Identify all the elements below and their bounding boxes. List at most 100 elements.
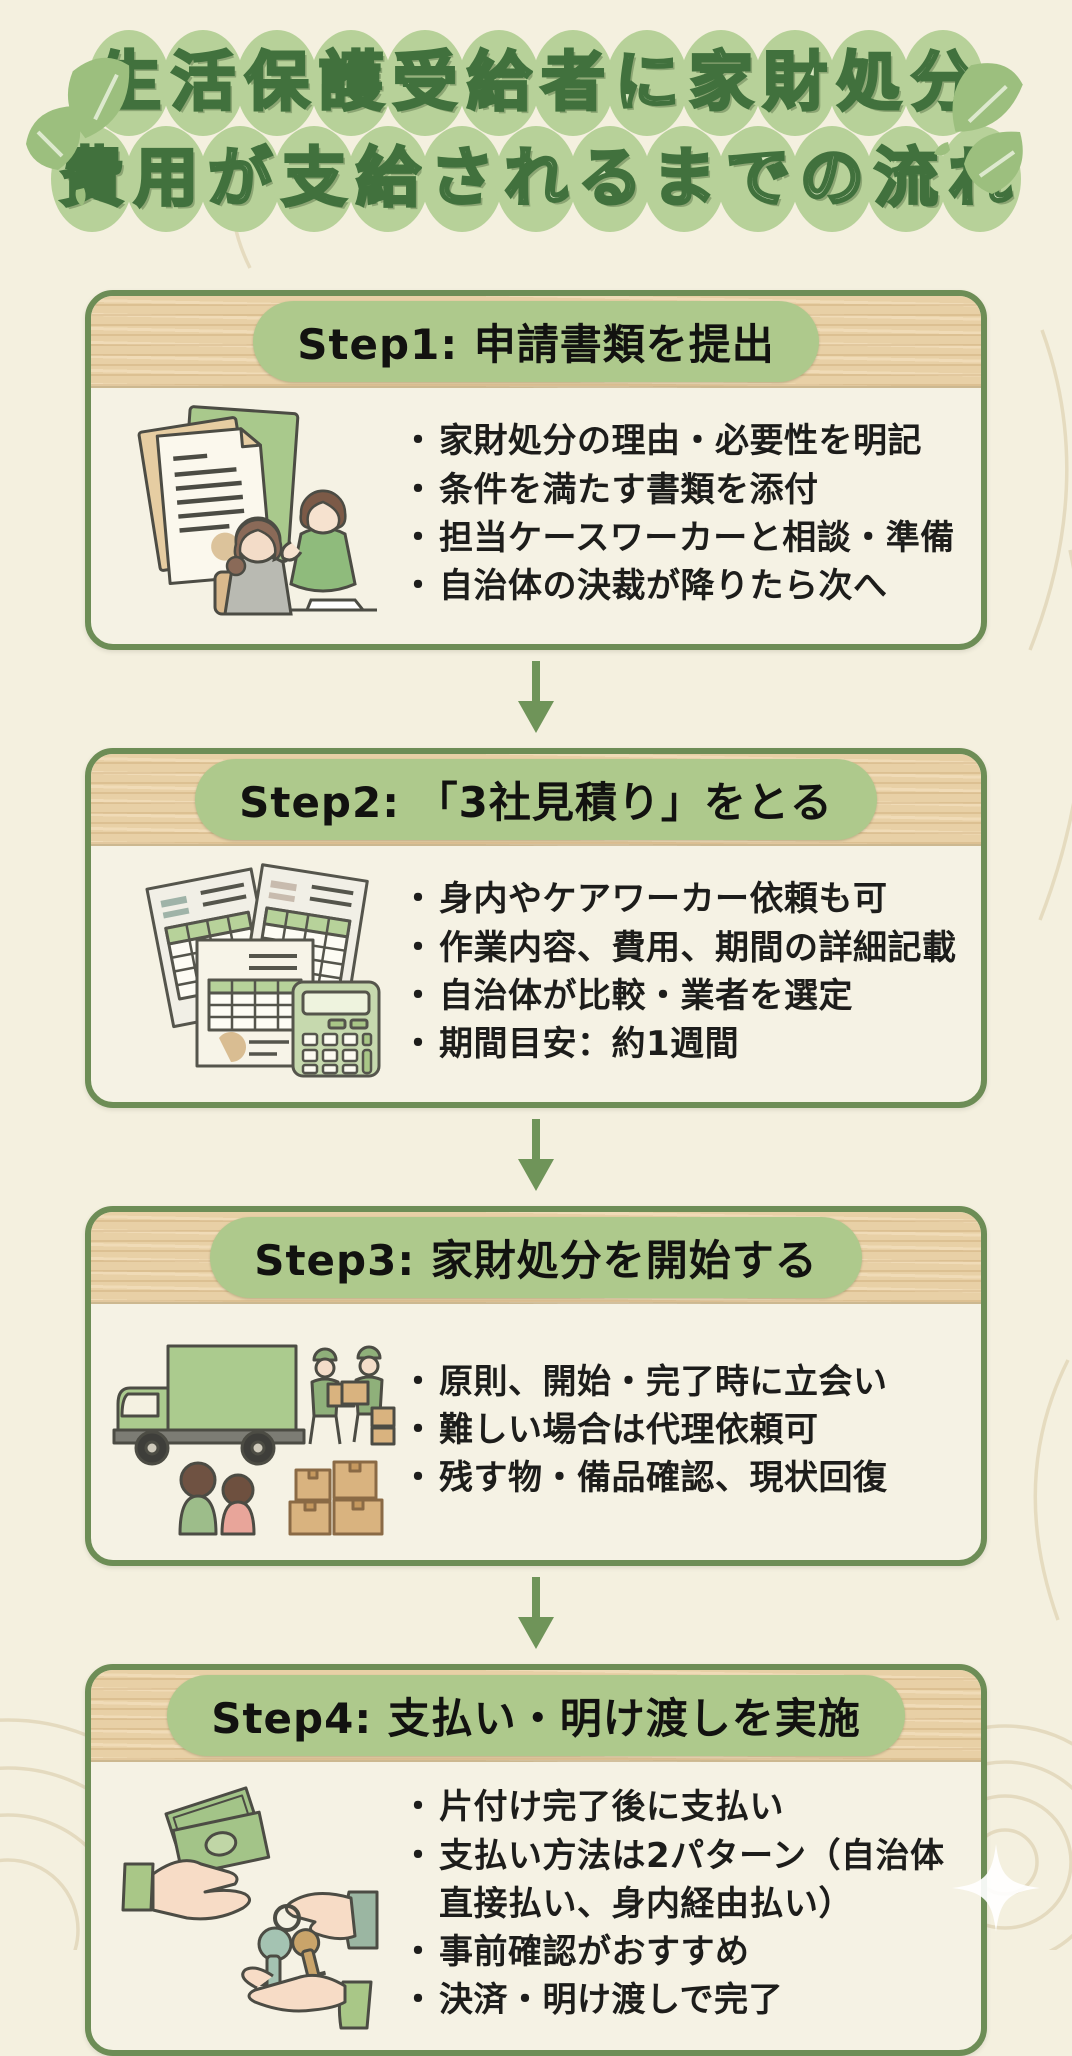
bullet-dot: ・: [401, 1932, 435, 1973]
page-title: 生活保護受給者に家財処分 費用が支給されるまでの流れ: [0, 30, 1072, 232]
title-char-bubble: さ: [421, 126, 503, 232]
step-bullet-item: ・条件を満たす書類を添付: [401, 466, 963, 514]
title-char: れ: [947, 142, 1014, 216]
down-arrow-icon: [512, 1576, 560, 1654]
title-char: 支: [281, 142, 348, 216]
step-items: ・片付け完了後に支払い・支払い方法は2パターン（自治体直接払い、身内経由払い）・…: [401, 1783, 963, 2024]
bullet-text: 担当ケースワーカーと相談・準備: [439, 518, 955, 558]
bullet-dot: ・: [401, 927, 435, 968]
step-header: Step3: 家財処分を開始する: [91, 1212, 981, 1304]
step-items: ・原則、開始・完了時に立会い・難しい場合は代理依頼可・残す物・備品確認、現状回復: [401, 1358, 963, 1503]
bullet-text: 決済・明け渡しで完了: [439, 1980, 783, 2021]
title-char: に: [614, 46, 681, 120]
step-box: Step3: 家財処分を開始する ・原則、開始・完了時に立会い・難しい場合は代理…: [85, 1206, 987, 1566]
title-char: 活: [170, 46, 237, 120]
title-char-bubble: 活: [162, 30, 244, 136]
step-bullet-item: ・作業内容、費用、期間の詳細記載: [401, 924, 963, 972]
step-bullet-item: ・支払い方法は2パターン（自治体直接払い、身内経由払い）: [401, 1832, 963, 1929]
bullet-text: 自治体が比較・業者を選定: [439, 976, 853, 1016]
title-char-bubble: 支: [273, 126, 355, 232]
consultation-illustration: [101, 404, 401, 624]
title-char: 処: [836, 46, 903, 120]
title-char-bubble: の: [791, 126, 873, 232]
title-char: の: [799, 142, 866, 216]
bullet-dot: ・: [401, 879, 435, 920]
step-bullet-item: ・難しい場合は代理依頼可: [401, 1406, 963, 1454]
step-bullet-item: ・決済・明け渡しで完了: [401, 1976, 963, 2024]
bullet-text: 家財処分の理由・必要性を明記: [439, 421, 922, 462]
title-char-bubble: る: [569, 126, 651, 232]
title-char-bubble: 流: [865, 126, 947, 232]
step-bullet-item: ・原則、開始・完了時に立会い: [401, 1358, 963, 1406]
title-char: 護: [318, 46, 385, 120]
title-char: る: [577, 142, 644, 216]
step-bullet-item: ・自治体が比較・業者を選定: [401, 972, 963, 1020]
title-char-bubble: で: [717, 126, 799, 232]
step-header: Step1: 申請書類を提出: [91, 296, 981, 388]
step-title: Step3: 家財処分を開始する: [210, 1216, 862, 1298]
title-char-bubble: 給: [347, 126, 429, 232]
down-arrow-icon: [512, 660, 560, 738]
title-char: 財: [762, 46, 829, 120]
bullet-text: 残す物・備品確認、現状回復: [439, 1458, 888, 1499]
bullet-text: 条件を満たす書類を添付: [439, 469, 819, 510]
step-flow: Step1: 申請書類を提出 ・家財処分の理由・必要性を明記・条件を満たす書類を…: [0, 290, 1072, 2056]
step-title: Step4: 支払い・明け渡しを実施: [167, 1674, 905, 1756]
title-char: 家: [688, 46, 755, 120]
title-char: 生: [96, 46, 163, 120]
title-char-bubble: 生: [88, 30, 170, 136]
title-char: 分: [910, 46, 977, 120]
title-char: 用: [133, 142, 200, 216]
title-char: 保: [244, 46, 311, 120]
step-box: Step2: 「3社見積り」をとる ・身: [85, 748, 987, 1108]
step-bullet-item: ・身内やケアワーカー依頼も可: [401, 875, 963, 923]
bullet-text: 事前確認がおすすめ: [439, 1932, 750, 1973]
title-char: 費: [59, 142, 126, 216]
title-char-bubble: 用: [125, 126, 207, 232]
bullet-dot: ・: [401, 469, 435, 510]
payment-keys-illustration: [101, 1778, 401, 2030]
step-box: Step1: 申請書類を提出 ・家財処分の理由・必要性を明記・条件を満たす書類を…: [85, 290, 987, 650]
bullet-text: 作業内容、費用、期間の詳細記載: [439, 927, 957, 968]
step-bullet-item: ・残す物・備品確認、現状回復: [401, 1454, 963, 1502]
title-char: で: [725, 142, 792, 216]
title-char-bubble: れ: [939, 126, 1021, 232]
step-bullet-item: ・期間目安：約1週間: [401, 1020, 963, 1068]
step-header: Step4: 支払い・明け渡しを実施: [91, 1670, 981, 1762]
bullet-dot: ・: [401, 1409, 435, 1450]
bullet-dot: ・: [401, 1835, 435, 1876]
title-char-bubble: 分: [902, 30, 984, 136]
bullet-dot: ・: [401, 976, 435, 1016]
title-char: さ: [429, 142, 496, 216]
bullet-text: 原則、開始・完了時に立会い: [439, 1361, 888, 1402]
step-bullet-item: ・担当ケースワーカーと相談・準備: [401, 514, 963, 562]
bullet-text: 自治体の決裁が降りたら次へ: [439, 566, 888, 607]
bullet-dot: ・: [401, 1458, 435, 1499]
title-char-bubble: 処: [828, 30, 910, 136]
title-char-bubble: 者: [532, 30, 614, 136]
title-char: 受: [392, 46, 459, 120]
title-line-2: 費用が支給されるまでの流れ: [0, 126, 1072, 232]
bullet-dot: ・: [401, 566, 435, 607]
down-arrow-icon: [512, 1118, 560, 1196]
title-char: 給: [355, 142, 422, 216]
step-header: Step2: 「3社見積り」をとる: [91, 754, 981, 846]
estimate-calculator-illustration: [101, 862, 401, 1082]
bullet-text: 期間目安：約1週間: [439, 1024, 740, 1065]
title-char-bubble: 受: [384, 30, 466, 136]
title-char: が: [207, 142, 274, 216]
step-items: ・家財処分の理由・必要性を明記・条件を満たす書類を添付・担当ケースワーカーと相談…: [401, 417, 963, 610]
step-box: Step4: 支払い・明け渡しを実施 ・片付け完了後に支払い・支払い方法は2パタ…: [85, 1664, 987, 2056]
title-char: 給: [466, 46, 533, 120]
bullet-text: 難しい場合は代理依頼可: [439, 1409, 819, 1450]
step-bullet-item: ・家財処分の理由・必要性を明記: [401, 417, 963, 465]
bullet-dot: ・: [401, 421, 435, 462]
title-char: ま: [651, 142, 718, 216]
title-char: 者: [540, 46, 607, 120]
title-char-bubble: 費: [51, 126, 133, 232]
bullet-text: 身内やケアワーカー依頼も可: [439, 879, 888, 920]
moving-truck-illustration: [101, 1320, 401, 1540]
bullet-text: 支払い方法は2パターン（自治体直接払い、身内経由払い）: [439, 1835, 945, 1924]
step-bullet-item: ・事前確認がおすすめ: [401, 1928, 963, 1976]
title-char: 流: [873, 142, 940, 216]
